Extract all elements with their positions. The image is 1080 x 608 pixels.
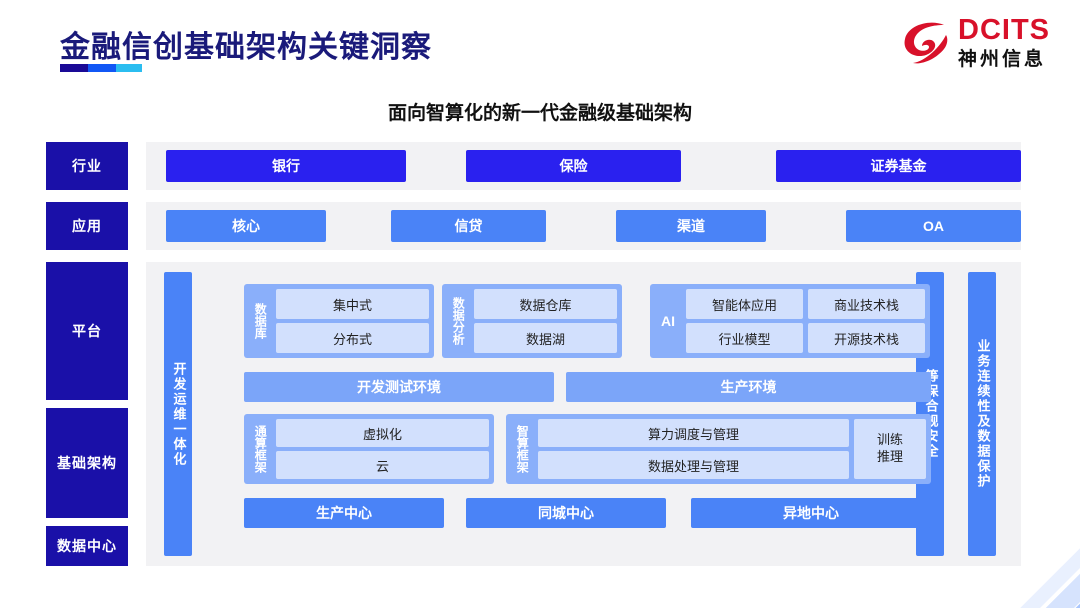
group-data-analytics-cells: 数据仓库 数据湖: [474, 289, 617, 353]
page-title: 金融信创基础架构关键洞察: [60, 31, 432, 64]
group-ai-cells-right: 商业技术栈 开源技术栈: [808, 289, 925, 353]
platform-panel: 开发运维一体化 等保合规安全 业务连续性及数据保护 数据库 集中式 分布式 数据…: [146, 262, 1021, 566]
application-item-oa[interactable]: OA: [846, 210, 1021, 242]
underline-segment-2: [88, 64, 116, 72]
sidebar-item-datacenter[interactable]: 数据中心: [46, 526, 128, 566]
group-ai-label: AI: [661, 313, 675, 329]
underline-segment-3: [116, 64, 142, 72]
sidebar-item-infrastructure[interactable]: 基础架构: [46, 408, 128, 518]
application-item-channel[interactable]: 渠道: [616, 210, 766, 242]
group-data-analytics-label: 数据分析: [451, 297, 466, 345]
group-ai[interactable]: AI 智能体应用 行业模型 商业技术栈 开源技术栈: [650, 284, 930, 358]
env-dev-test[interactable]: 开发测试环境: [244, 372, 554, 402]
cell-agent-application[interactable]: 智能体应用: [686, 289, 803, 319]
vertical-bar-business-continuity[interactable]: 业务连续性及数据保护: [968, 272, 996, 556]
datacenter-remote[interactable]: 异地中心: [691, 498, 931, 528]
group-intelligent-compute-label: 智算框架: [515, 425, 530, 473]
cell-distributed[interactable]: 分布式: [276, 323, 429, 353]
application-panel: 核心 信贷 渠道 OA: [146, 202, 1021, 250]
sidebar-item-industry[interactable]: 行业: [46, 142, 128, 190]
underline-segment-1: [60, 64, 88, 72]
industry-item-insurance[interactable]: 保险: [466, 150, 681, 182]
architecture-diagram: 行业 应用 平台 基础架构 数据中心 银行 保险 证券基金 核心 信贷 渠道 O…: [46, 142, 1021, 566]
cell-data-warehouse[interactable]: 数据仓库: [474, 289, 617, 319]
page-subtitle: 面向智算化的新一代金融级基础架构: [387, 103, 692, 124]
deco-stripe-1: [686, 589, 1080, 608]
industry-item-bank[interactable]: 银行: [166, 150, 406, 182]
group-intelligent-compute-cells: 算力调度与管理 数据处理与管理: [538, 419, 849, 479]
group-database-label: 数据库: [253, 303, 268, 339]
cell-data-processing[interactable]: 数据处理与管理: [538, 451, 849, 479]
dcits-logo: DCITS 神州信息: [900, 16, 1050, 69]
cell-commercial-tech-stack[interactable]: 商业技术栈: [808, 289, 925, 319]
application-item-credit[interactable]: 信贷: [391, 210, 546, 242]
industry-item-securities-fund[interactable]: 证券基金: [776, 150, 1021, 182]
vertical-bar-devops[interactable]: 开发运维一体化: [164, 272, 192, 556]
cell-centralized[interactable]: 集中式: [276, 289, 429, 319]
cell-cloud[interactable]: 云: [276, 451, 489, 479]
cell-train-line1: 训练: [876, 432, 903, 448]
application-item-core[interactable]: 核心: [166, 210, 326, 242]
cell-industry-model[interactable]: 行业模型: [686, 323, 803, 353]
industry-panel: 银行 保险 证券基金: [146, 142, 1021, 190]
cell-opensource-tech-stack[interactable]: 开源技术栈: [808, 323, 925, 353]
title-underline: [60, 64, 142, 72]
logo-text: DCITS 神州信息: [958, 14, 1050, 70]
cell-virtualization[interactable]: 虚拟化: [276, 419, 489, 447]
group-general-compute-cells: 虚拟化 云: [276, 419, 489, 479]
cell-data-lake[interactable]: 数据湖: [474, 323, 617, 353]
cell-train-inference[interactable]: 训练 推理: [854, 419, 926, 479]
logo-en-text: DCITS: [958, 14, 1050, 46]
group-database-cells: 集中式 分布式: [276, 289, 429, 353]
sidebar-item-application[interactable]: 应用: [46, 202, 128, 250]
sidebar-item-platform[interactable]: 平台: [46, 262, 128, 400]
group-general-compute-label: 通算框架: [253, 425, 268, 473]
group-database[interactable]: 数据库 集中式 分布式: [244, 284, 434, 358]
datacenter-production[interactable]: 生产中心: [244, 498, 444, 528]
group-general-compute[interactable]: 通算框架 虚拟化 云: [244, 414, 494, 484]
logo-cn-text: 神州信息: [958, 49, 1047, 70]
group-intelligent-compute[interactable]: 智算框架 算力调度与管理 数据处理与管理 训练 推理: [506, 414, 931, 484]
datacenter-metro[interactable]: 同城中心: [466, 498, 666, 528]
cell-compute-scheduling[interactable]: 算力调度与管理: [538, 419, 849, 447]
env-production[interactable]: 生产环境: [566, 372, 931, 402]
group-data-analytics[interactable]: 数据分析 数据仓库 数据湖: [442, 284, 622, 358]
group-ai-cells-left: 智能体应用 行业模型: [686, 289, 803, 353]
swirl-icon: [900, 17, 950, 69]
cell-train-line2: 推理: [876, 449, 903, 464]
